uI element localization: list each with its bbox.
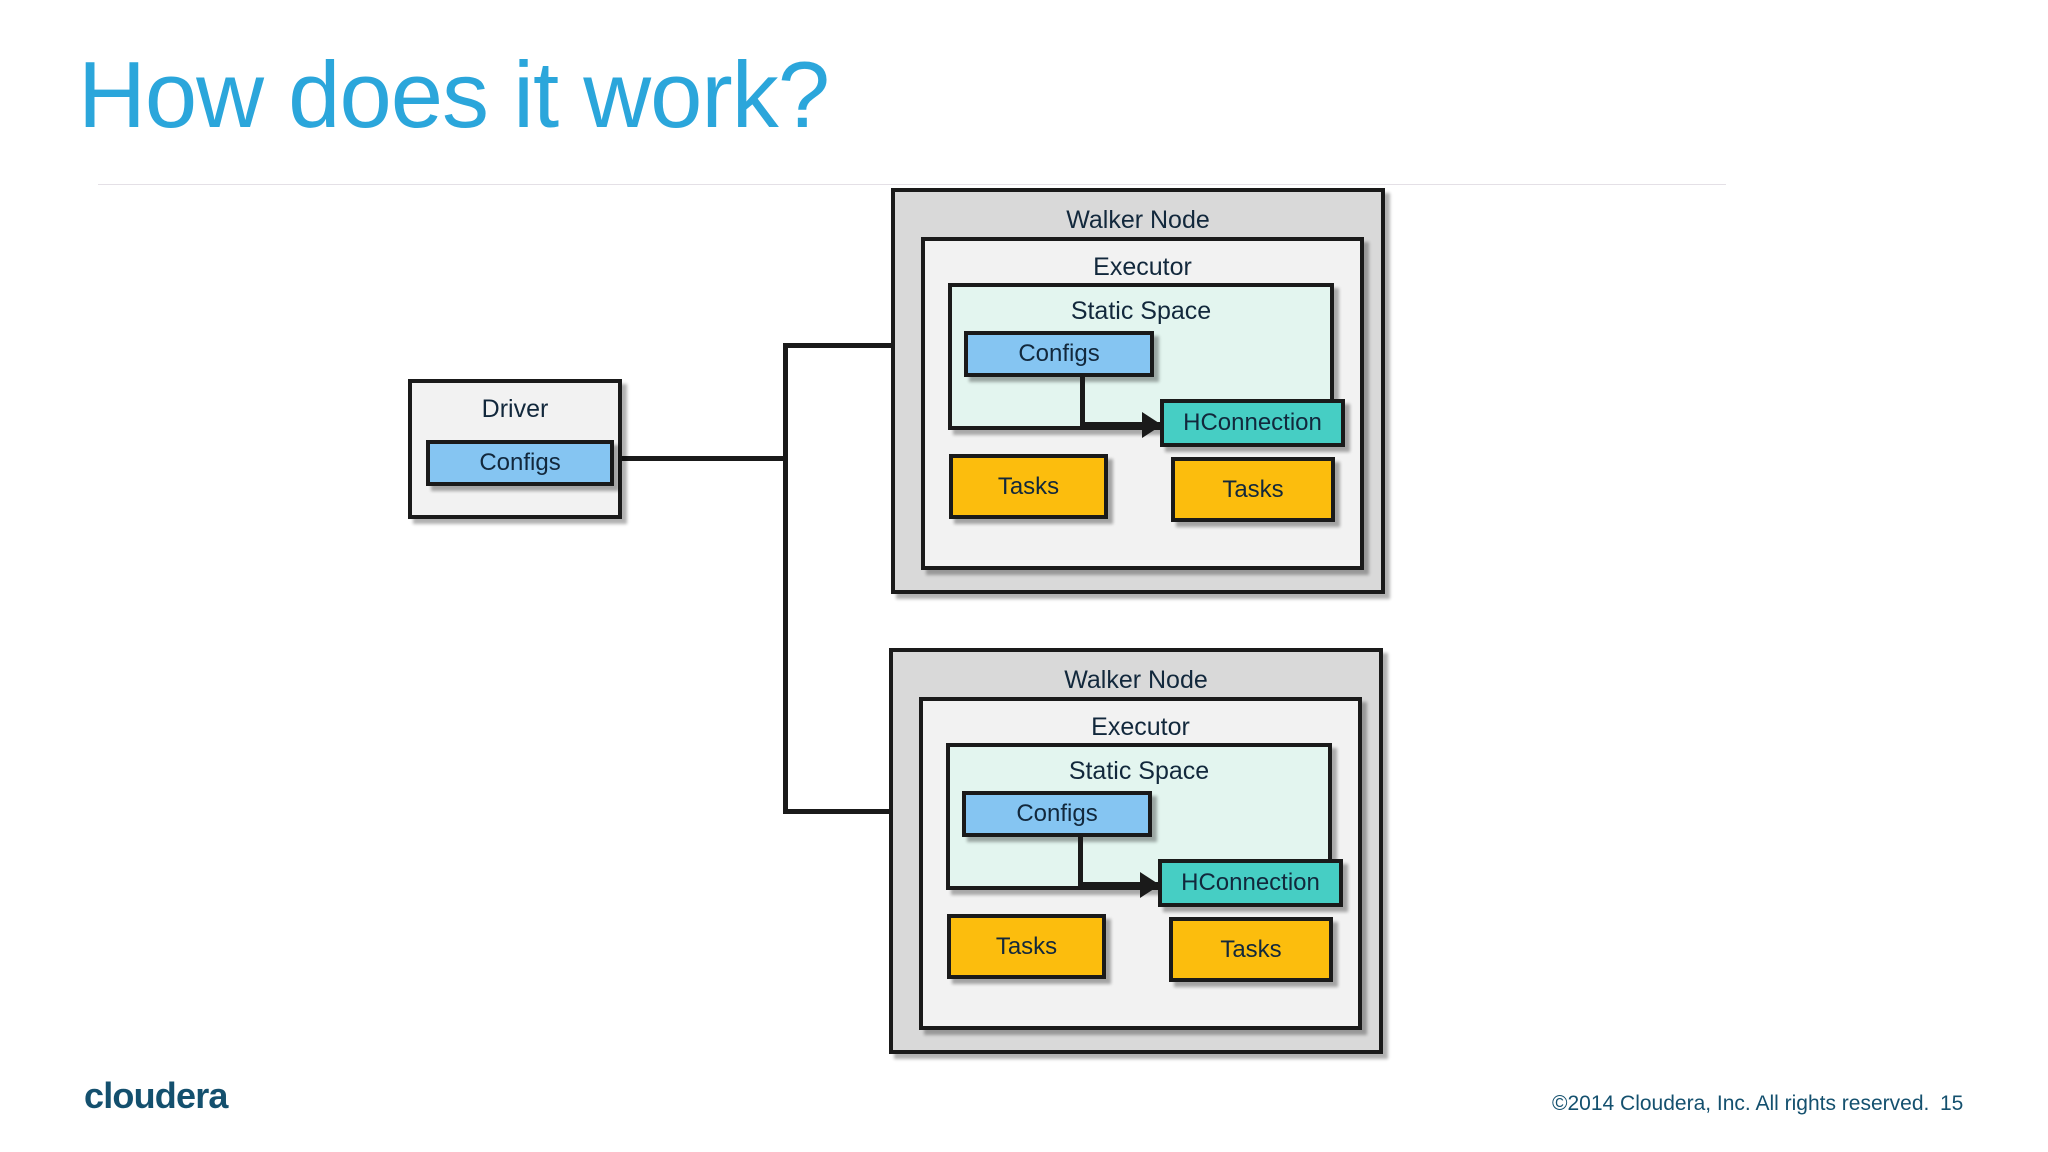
static-space-1-configs-label: Configs	[1018, 340, 1100, 367]
static-space-1[interactable]: Static Space Configs HConnection	[948, 283, 1345, 447]
walker-node-2-label: Walker Node	[1064, 666, 1208, 694]
connector-branch-node-1	[783, 343, 959, 348]
executor-1[interactable]: Executor Static Space Configs HConnectio…	[921, 237, 1364, 570]
static-space-2-hconnection-label: HConnection	[1181, 869, 1320, 896]
executor-2-tasks-right-label: Tasks	[1220, 935, 1282, 963]
executor-2-tasks-right[interactable]: Tasks	[1169, 917, 1333, 982]
title-divider	[98, 184, 1726, 185]
static-space-2-hconnection[interactable]: HConnection	[1158, 859, 1343, 907]
executor-2-tasks-left[interactable]: Tasks	[947, 914, 1106, 979]
static-space-1-label: Static Space	[1070, 297, 1212, 325]
driver-box[interactable]: Driver Configs	[408, 379, 622, 519]
executor-2[interactable]: Executor Static Space Configs HConnectio…	[919, 697, 1362, 1030]
executor-2-tasks-left-label: Tasks	[995, 932, 1058, 960]
driver-configs-box[interactable]: Configs	[426, 440, 614, 486]
static-space-2-label: Static Space	[1068, 757, 1210, 785]
driver-label: Driver	[481, 395, 549, 423]
page-number: 15	[1940, 1092, 1964, 1115]
static-space-1-hconnection[interactable]: HConnection	[1160, 399, 1345, 447]
connector-2-configs-drop	[1078, 835, 1083, 887]
cloudera-logo: cloudera	[84, 1075, 228, 1116]
arrowhead-1-to-hconnection	[1142, 412, 1162, 438]
arrowhead-2-to-hconnection	[1140, 872, 1160, 898]
walker-node-1[interactable]: Walker Node Executor Static Space Config…	[891, 188, 1385, 594]
executor-1-tasks-right-label: Tasks	[1222, 475, 1284, 503]
executor-1-tasks-left-label: Tasks	[997, 472, 1060, 500]
static-space-1-hconnection-label: HConnection	[1183, 409, 1322, 436]
walker-node-2[interactable]: Walker Node Executor Static Space Config…	[889, 648, 1383, 1054]
connector-2-configs-run	[1078, 882, 1158, 887]
connector-branch-node-2	[783, 809, 959, 814]
connector-1-configs-drop	[1080, 375, 1085, 427]
driver-configs-label: Configs	[479, 449, 561, 476]
executor-2-label: Executor	[1091, 713, 1190, 741]
executor-1-tasks-left[interactable]: Tasks	[949, 454, 1108, 519]
static-space-2-configs[interactable]: Configs	[962, 791, 1152, 837]
page-title: How does it work?	[78, 42, 830, 147]
connector-driver-spine	[783, 343, 788, 814]
walker-node-1-label: Walker Node	[1066, 206, 1210, 234]
static-space-2[interactable]: Static Space Configs HConnection	[946, 743, 1343, 907]
connector-1-configs-run	[1080, 422, 1160, 427]
static-space-1-configs[interactable]: Configs	[964, 331, 1154, 377]
copyright-text: ©2014 Cloudera, Inc. All rights reserved…	[1552, 1092, 1930, 1115]
executor-1-tasks-right[interactable]: Tasks	[1171, 457, 1335, 522]
executor-1-label: Executor	[1093, 253, 1192, 281]
static-space-2-configs-label: Configs	[1016, 800, 1098, 827]
connector-driver-trunk	[620, 456, 787, 461]
